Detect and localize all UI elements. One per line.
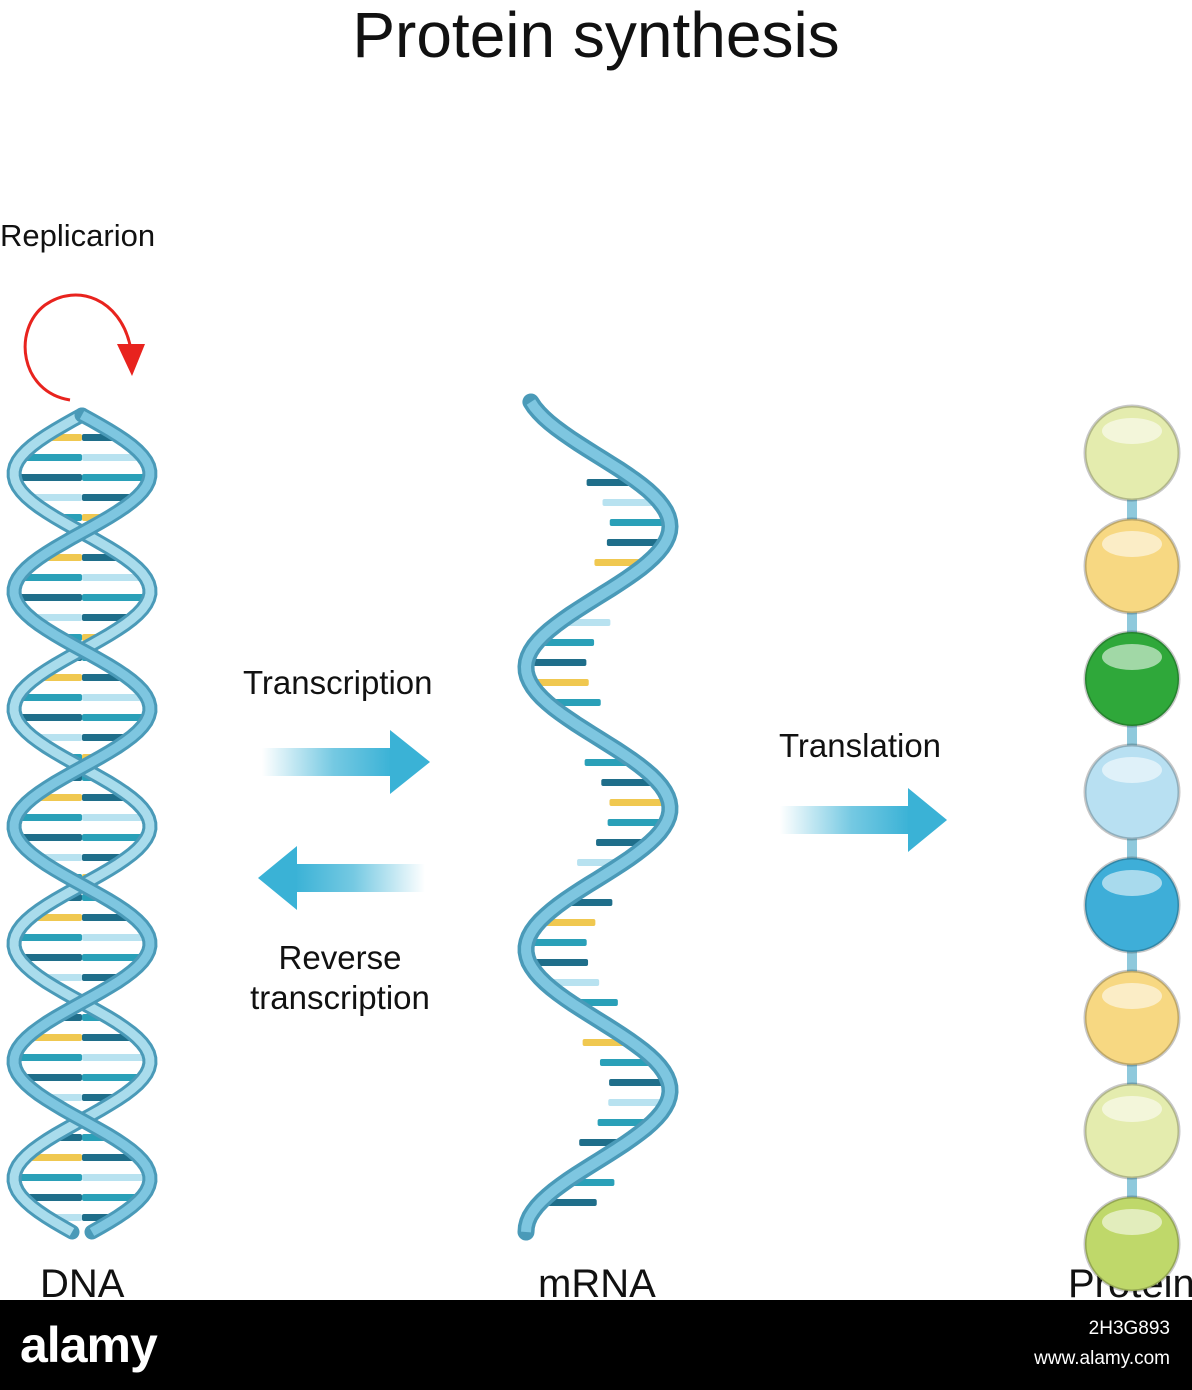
amino-acid-bead-highlight: [1102, 644, 1162, 670]
reverse-transcription-arrow-icon: [258, 846, 425, 910]
transcription-arrow-icon: [262, 730, 430, 794]
image-id-text: 2H3G893: [1088, 1318, 1170, 1339]
dna-base-pair: [14, 594, 82, 601]
translation-arrow-icon: [780, 788, 947, 852]
dna-base-pair: [16, 814, 82, 821]
amino-acid-bead-highlight: [1102, 1209, 1162, 1235]
mrna-base: [608, 1099, 668, 1106]
dna-base-pair: [19, 1074, 82, 1081]
dna-base-pair: [18, 954, 82, 961]
dna-base-pair: [20, 454, 82, 461]
dna-base-pair: [82, 1154, 139, 1161]
mrna-base: [609, 799, 670, 806]
transcription-label: Transcription: [243, 664, 433, 701]
dna-base-pair: [15, 934, 82, 941]
mrna-base: [606, 539, 666, 546]
diagram-graphics: [6, 293, 1181, 1293]
amino-acid-bead-highlight: [1102, 983, 1162, 1009]
dna-base-pair: [82, 1194, 143, 1201]
dna-base-pair: [82, 694, 147, 701]
stock-watermark-bar: [0, 1300, 1192, 1390]
dna-base-pair: [82, 1054, 150, 1061]
mrna-base: [540, 1199, 597, 1206]
replication-label: Replicarion: [0, 218, 156, 253]
dna-base-pair: [82, 954, 146, 961]
mrna-base: [526, 939, 587, 946]
mrna-base: [599, 1059, 657, 1066]
diagram-title: Protein synthesis: [352, 0, 840, 71]
translation-label: Translation: [779, 727, 942, 764]
mrna-base: [602, 499, 660, 506]
alamy-logo: alamy: [20, 1317, 158, 1373]
dna-base-pair: [82, 1174, 150, 1181]
dna-base-pair: [21, 1194, 82, 1201]
mrna-base: [609, 519, 670, 526]
dna-base-pair: [82, 934, 149, 941]
mrna-strand: [517, 393, 679, 1241]
dna-base-pair: [14, 1054, 82, 1061]
amino-acid-bead-highlight: [1102, 531, 1162, 557]
dna-base-pair: [82, 474, 150, 481]
amino-acid-bead-highlight: [1102, 757, 1162, 783]
mrna-base: [526, 659, 587, 666]
dna-base-pair: [16, 834, 82, 841]
protein-chain: [1083, 404, 1181, 1293]
dna-base-pair: [82, 1074, 145, 1081]
dna-base-pair: [82, 574, 146, 581]
mrna-base: [601, 779, 658, 786]
mrna-base: [607, 819, 667, 826]
dna-label: DNA: [40, 1262, 125, 1306]
reverse-transcription-label: Reverse transcription: [230, 938, 450, 1018]
dna-strand-back-highlight: [9, 411, 155, 1236]
mrna-backbone-highlight: [520, 399, 676, 1233]
amino-acid-bead-highlight: [1102, 1096, 1162, 1122]
dna-base-pair: [14, 1174, 82, 1181]
site-url-text: www.alamy.com: [1034, 1348, 1170, 1369]
dna-helix: [6, 407, 158, 1240]
mrna-base: [528, 959, 589, 966]
dna-base-pair: [18, 574, 83, 581]
dna-base-pair: [82, 714, 149, 721]
dna-base-pair: [82, 834, 148, 841]
dna-base-pair: [14, 474, 83, 481]
mrna-backbone: [517, 393, 679, 1241]
mrna-base: [529, 679, 589, 686]
amino-acid-bead-highlight: [1102, 418, 1162, 444]
dna-base-pair: [82, 594, 150, 601]
mrna-base: [537, 639, 595, 646]
mrna-base: [609, 1079, 669, 1086]
mrna-label: mRNA: [538, 1262, 656, 1306]
reverse-label-line1: Reverse: [278, 939, 402, 976]
dna-base-pair: [82, 454, 144, 461]
dna-base-pair: [17, 694, 83, 701]
dna-base-pair: [25, 1154, 82, 1161]
protein-backbone: [1127, 470, 1137, 1210]
dna-base-pair: [82, 814, 148, 821]
dna-base-pair: [15, 714, 82, 721]
mrna-base: [538, 919, 596, 926]
replication-arrow-icon: [23, 293, 145, 402]
reverse-label-line2: transcription: [250, 979, 430, 1016]
dna-strand-front-highlight: [9, 411, 155, 1236]
amino-acid-bead-highlight: [1102, 870, 1162, 896]
